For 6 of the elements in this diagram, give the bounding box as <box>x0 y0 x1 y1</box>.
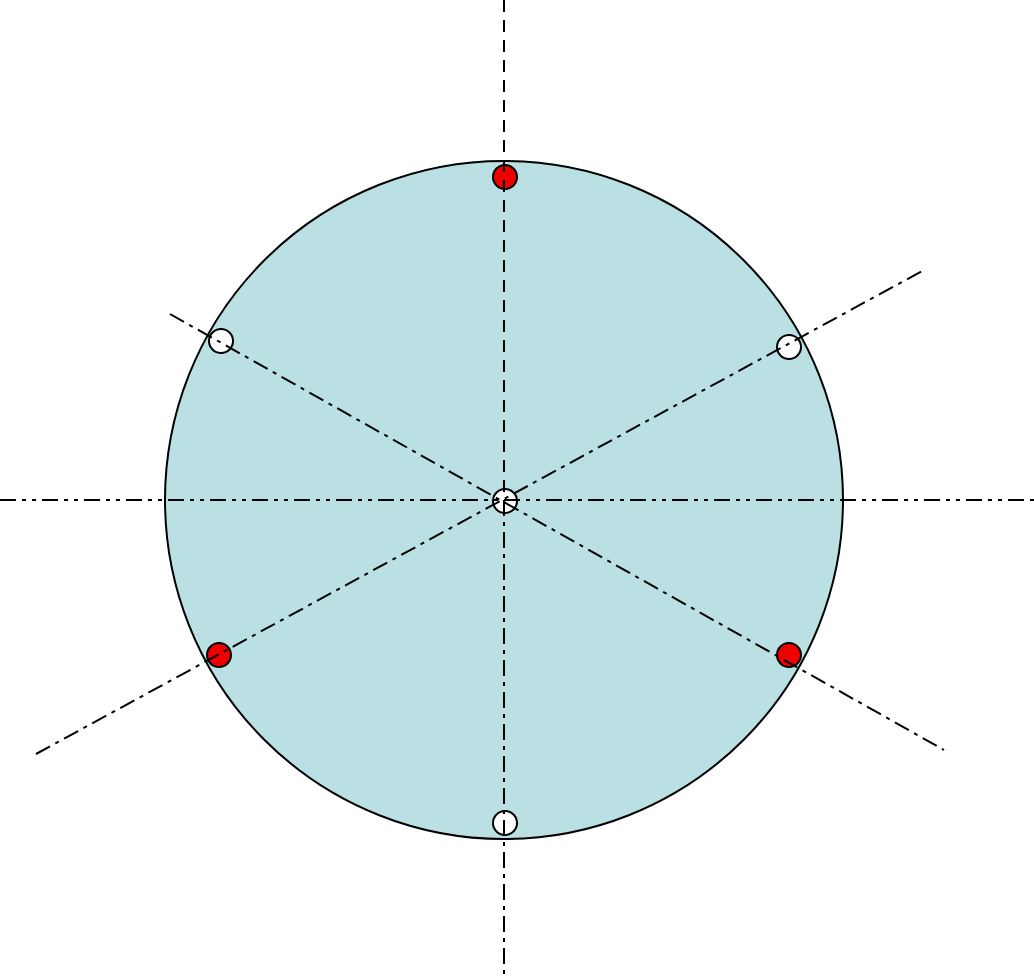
point-marker <box>491 809 517 835</box>
point-marker <box>775 641 801 667</box>
point-marker <box>207 327 233 353</box>
point-marker <box>491 163 517 189</box>
point-marker <box>775 333 801 359</box>
point-marker <box>205 641 231 667</box>
